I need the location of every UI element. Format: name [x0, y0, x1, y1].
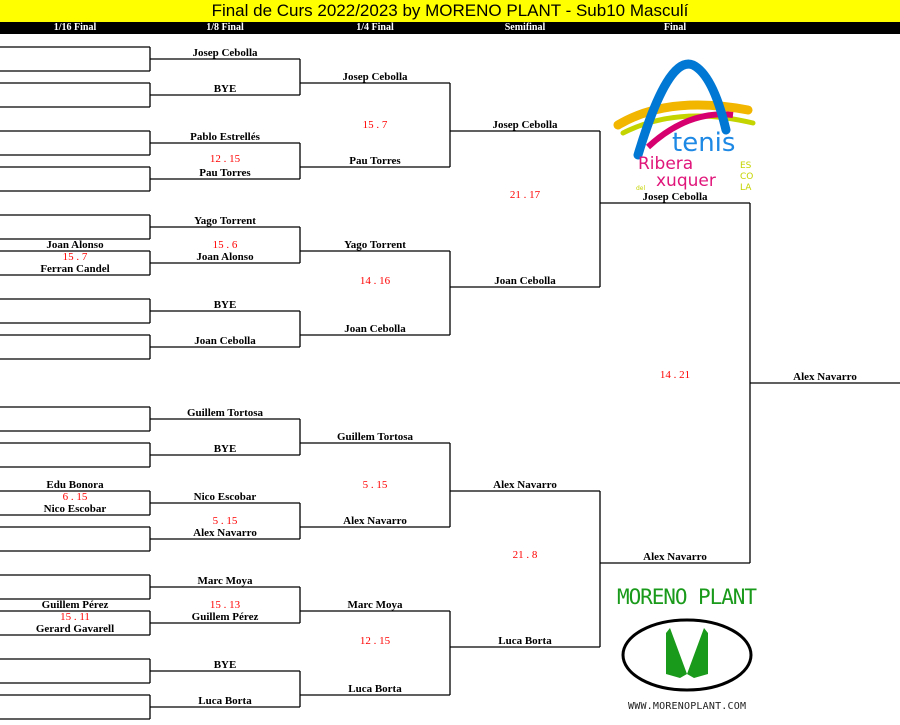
- logo-text: LA: [740, 183, 752, 193]
- player-name: Pablo Estrellés: [190, 131, 260, 143]
- round-label-1-4: 1/4 Final: [356, 22, 394, 33]
- match-score: 6 . 15: [62, 491, 88, 503]
- match-score: 15 . 11: [60, 611, 90, 623]
- match-score: 21 . 8: [512, 549, 538, 561]
- player-name: Josep Cebolla: [342, 71, 408, 83]
- player-name: Pau Torres: [199, 167, 251, 179]
- round-label-1-8: 1/8 Final: [206, 22, 244, 33]
- match-score: 5 . 15: [212, 515, 238, 527]
- player-name: Guillem Tortosa: [336, 431, 414, 443]
- player-name: Yago Torrent: [194, 215, 256, 227]
- logo-text: Ribera: [638, 154, 693, 174]
- player-name: Josep Cebolla: [642, 191, 708, 203]
- player-name: Alex Navarro: [643, 551, 707, 563]
- moreno-plant-logo: MORENO PLANT WWW.MORENOPLANT.COM: [617, 585, 757, 712]
- player-name: Guillem Pérez: [191, 611, 259, 623]
- round-label-semifinal: Semifinal: [504, 22, 546, 33]
- match-score: 5 . 15: [362, 479, 388, 491]
- player-name: Alex Navarro: [193, 527, 257, 539]
- match-score: 15 . 13: [209, 599, 241, 611]
- round-label-1-16: 1/16 Final: [53, 22, 97, 33]
- player-name: Guillem Pérez: [41, 599, 109, 611]
- player-name: Joan Alonso: [46, 239, 104, 251]
- player-name: Marc Moya: [347, 599, 403, 611]
- player-name: Joan Cebolla: [494, 275, 556, 287]
- player-name: Luca Borta: [498, 635, 552, 647]
- player-name: BYE: [213, 443, 237, 455]
- logo-text: tenis: [672, 128, 735, 158]
- player-name: Nico Escobar: [43, 503, 107, 515]
- player-name: BYE: [213, 83, 237, 95]
- player-name: Ferran Candel: [40, 263, 110, 275]
- player-name: Alex Navarro: [493, 479, 557, 491]
- player-name: Guillem Tortosa: [186, 407, 264, 419]
- player-name: Joan Alonso: [196, 251, 254, 263]
- player-name: Edu Bonora: [46, 479, 104, 491]
- round-label-final: Final: [663, 22, 687, 33]
- player-name: Luca Borta: [198, 695, 252, 707]
- match-score: 21 . 17: [509, 189, 541, 201]
- page-title: Final de Curs 2022/2023 by MORENO PLANT …: [0, 0, 900, 22]
- match-score: 15 . 6: [212, 239, 238, 251]
- player-name: Alex Navarro: [343, 515, 407, 527]
- logo-text: CO: [740, 172, 753, 182]
- player-name: Gerard Gavarell: [35, 623, 115, 635]
- player-name: BYE: [213, 299, 237, 311]
- player-name: Pau Torres: [349, 155, 401, 167]
- match-score: 12 . 15: [209, 153, 241, 165]
- logo-text: MORENO PLANT: [617, 585, 757, 609]
- player-name: Joan Cebolla: [194, 335, 256, 347]
- match-score: 12 . 15: [359, 635, 391, 647]
- player-name: Luca Borta: [348, 683, 402, 695]
- logo-text: xuquer: [656, 171, 716, 191]
- player-name: Josep Cebolla: [492, 119, 558, 131]
- round-header-bar: 1/16 Final 1/8 Final 1/4 Final Semifinal…: [0, 22, 900, 34]
- logo-text: WWW.MORENOPLANT.COM: [628, 701, 746, 712]
- tenis-ribera-xuquer-logo: tenis Ribera xuquer del ES CO LA: [613, 59, 756, 193]
- player-name: BYE: [213, 659, 237, 671]
- logo-text: ES: [740, 161, 752, 171]
- match-score: 14 . 16: [359, 275, 391, 287]
- player-name: Joan Cebolla: [344, 323, 406, 335]
- match-score: 14 . 21: [659, 369, 691, 381]
- player-name: Josep Cebolla: [192, 47, 258, 59]
- match-score: 15 . 7: [62, 251, 88, 263]
- player-name: Marc Moya: [197, 575, 253, 587]
- champion-name: Alex Navarro: [793, 371, 857, 383]
- logo-text: del: [636, 185, 646, 192]
- player-name: Nico Escobar: [193, 491, 257, 503]
- match-score: 15 . 7: [362, 119, 388, 131]
- player-name: Yago Torrent: [344, 239, 406, 251]
